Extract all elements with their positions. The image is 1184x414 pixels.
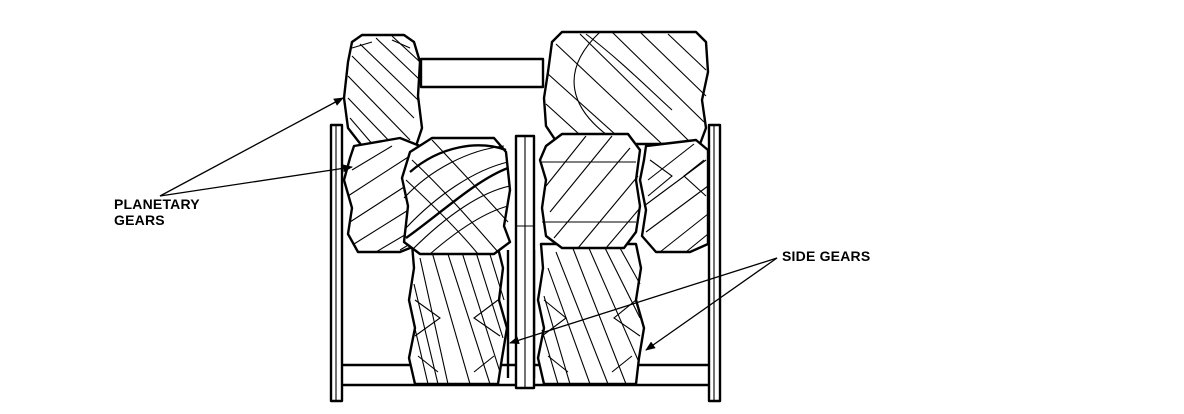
center-spacer (514, 134, 536, 390)
planetary-gear-mid-far-right (638, 138, 710, 254)
label-planetary-gears-line1: PLANETARY (114, 196, 200, 212)
label-planetary-gears-line2: GEARS (114, 212, 165, 228)
leader-lines (159, 97, 778, 351)
gear-teeth (542, 135, 641, 249)
gear-teeth (347, 35, 421, 147)
gear-teeth (541, 245, 641, 385)
gear-teeth (403, 139, 511, 255)
gear-teeth (411, 245, 505, 385)
planetary-gear-mid-right (538, 132, 642, 250)
planetary-gear-mid-left (342, 136, 422, 254)
planetary-gear-mid-center (400, 136, 512, 256)
side-gear-left (407, 242, 510, 386)
side-gear-right (532, 242, 646, 386)
gear-teeth (643, 143, 709, 253)
planetary-gear-top-left (342, 33, 424, 148)
planetary-gear-top-right (542, 30, 710, 146)
label-side-gears: SIDE GEARS (782, 248, 870, 264)
